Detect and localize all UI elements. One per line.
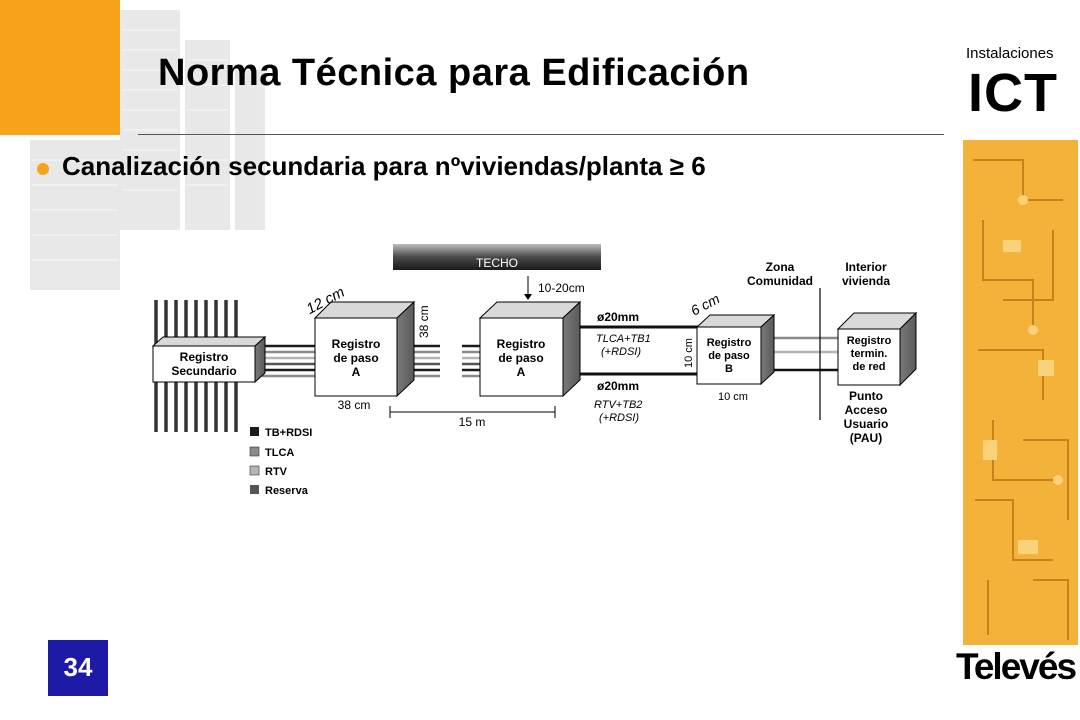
box-a1-line3: A	[352, 365, 361, 379]
box-registro-paso-a-2: Registro de paso A	[478, 300, 582, 398]
box-secundario-line1: Registro	[180, 350, 229, 364]
dim-box-a-bottom: 38 cm	[338, 398, 371, 412]
lower-tube-note: (+RDSI)	[599, 412, 639, 424]
box-a2-line2: de paso	[498, 351, 543, 365]
box-term-line2: termin.	[851, 348, 888, 360]
upper-tube-note: (+RDSI)	[601, 346, 641, 358]
legend-swatch-3	[250, 485, 259, 494]
legend-swatch-0	[250, 427, 259, 436]
brand-title: ICT	[968, 63, 1058, 123]
box-b-line2: de paso	[708, 350, 750, 362]
page-number: 34	[63, 652, 93, 682]
box-registro-terminacion: Registro termin. de red	[836, 311, 918, 387]
legend-label-3: Reserva	[265, 485, 309, 497]
page-number-box	[48, 640, 108, 696]
brand-subtitle: Instalaciones	[966, 45, 1054, 62]
lower-tube-diameter: ø20mm	[597, 379, 639, 393]
upper-tube-use: TLCA+TB1	[596, 333, 651, 345]
box-registro-paso-b: Registro de paso B	[695, 313, 776, 386]
dim-box-b-side: 10 cm	[683, 338, 695, 368]
legend-label-2: RTV	[265, 466, 288, 478]
circuit-board-decoration	[963, 140, 1078, 645]
building-background-image	[30, 10, 265, 290]
zone-interior-line1: Interior	[845, 260, 887, 274]
box-term-line3: de red	[852, 361, 885, 373]
tube-bundle-mid-right	[462, 344, 480, 378]
dim-box-a-side: 38 cm	[417, 305, 431, 338]
legend: TB+RDSI TLCA RTV Reserva	[249, 427, 312, 497]
ceiling-bar	[393, 244, 601, 270]
dim-distance: 15 m	[459, 415, 486, 429]
dim-box-b-top: 6 cm	[688, 290, 723, 319]
box-registro-secundario: Registro Secundario	[151, 335, 267, 384]
pau-line3: Usuario	[844, 417, 889, 431]
box-registro-paso-a-1: Registro de paso A	[313, 300, 416, 398]
legend-swatch-1	[249, 446, 260, 457]
bullet-text: Canalización secundaria para nºviviendas…	[62, 151, 706, 181]
zone-interior-line2: vivienda	[842, 274, 890, 288]
legend-swatch-2	[249, 465, 260, 476]
tube-bundle-right	[770, 336, 840, 372]
page-title: Norma Técnica para Edificación	[158, 52, 750, 94]
box-a2-line3: A	[517, 365, 526, 379]
box-secundario-line2: Secundario	[171, 364, 236, 378]
box-a2-line1: Registro	[497, 337, 546, 351]
tube-bundle-left	[262, 344, 316, 378]
dim-box-b-bottom: 10 cm	[718, 391, 748, 403]
lower-tube-use: RTV+TB2	[594, 399, 642, 411]
bullet-icon	[37, 163, 49, 175]
pau-line2: Acceso	[845, 403, 888, 417]
box-a1-line2: de paso	[333, 351, 378, 365]
pau-line4: (PAU)	[850, 431, 882, 445]
orange-corner-block	[0, 0, 120, 135]
legend-label-0: TB+RDSI	[265, 427, 312, 439]
box-b-line1: Registro	[707, 337, 752, 349]
ceiling-gap-label: 10-20cm	[538, 281, 585, 295]
box-a1-line1: Registro	[332, 337, 381, 351]
upper-tube-diameter: ø20mm	[597, 310, 639, 324]
televes-logo: Televés	[956, 646, 1077, 687]
ceiling-label: TECHO	[476, 256, 518, 270]
zone-common-line1: Zona	[766, 260, 795, 274]
box-b-line3: B	[725, 363, 733, 375]
tube-bundle-mid-left	[413, 344, 440, 378]
box-term-line1: Registro	[847, 335, 892, 347]
legend-label-1: TLCA	[265, 447, 294, 459]
zone-common-line2: Comunidad	[747, 274, 813, 288]
pau-line1: Punto	[849, 389, 883, 403]
title-divider	[138, 134, 944, 135]
